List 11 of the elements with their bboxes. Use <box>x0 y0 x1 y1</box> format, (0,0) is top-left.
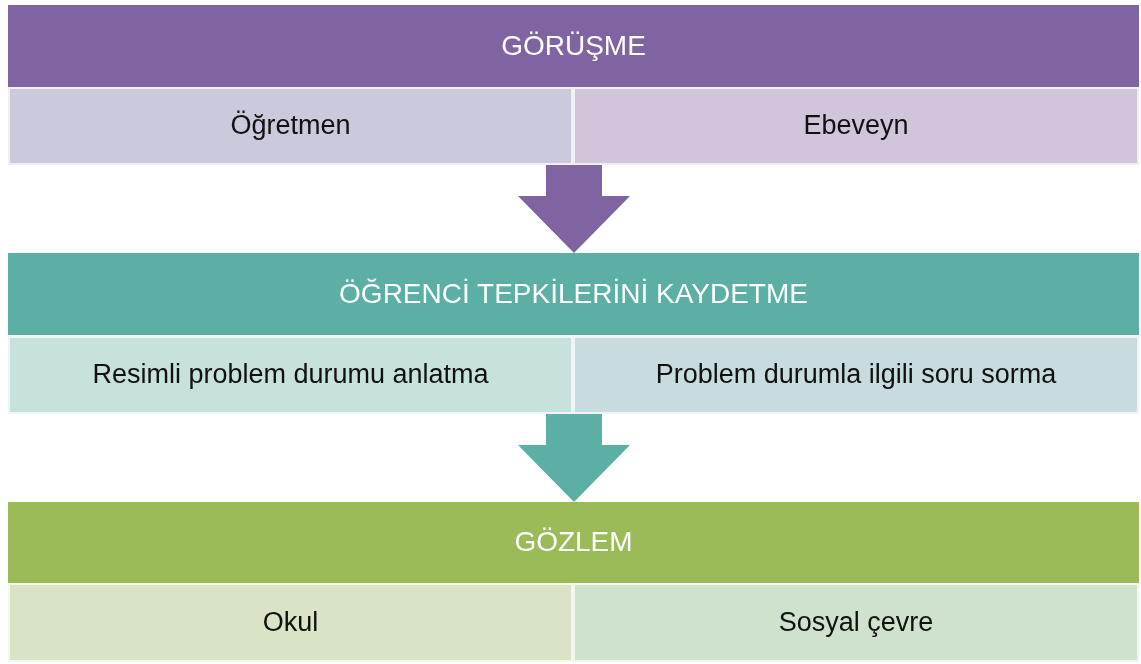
item-box: Ebeveyn <box>573 87 1139 165</box>
block-arrow <box>518 165 630 253</box>
item-box: Problem durumla ilgili soru sorma <box>573 336 1139 414</box>
item-box: Öğretmen <box>8 87 573 165</box>
header-bar: GÖZLEM <box>8 502 1139 583</box>
block-arrow <box>518 414 630 502</box>
item-box: Resimli problem durumu anlatma <box>8 336 573 414</box>
header-bar: ÖĞRENCİ TEPKİLERİNİ KAYDETME <box>8 253 1139 335</box>
item-box: Okul <box>8 583 573 662</box>
header-bar: GÖRÜŞME <box>8 5 1139 87</box>
item-box: Sosyal çevre <box>573 583 1139 662</box>
